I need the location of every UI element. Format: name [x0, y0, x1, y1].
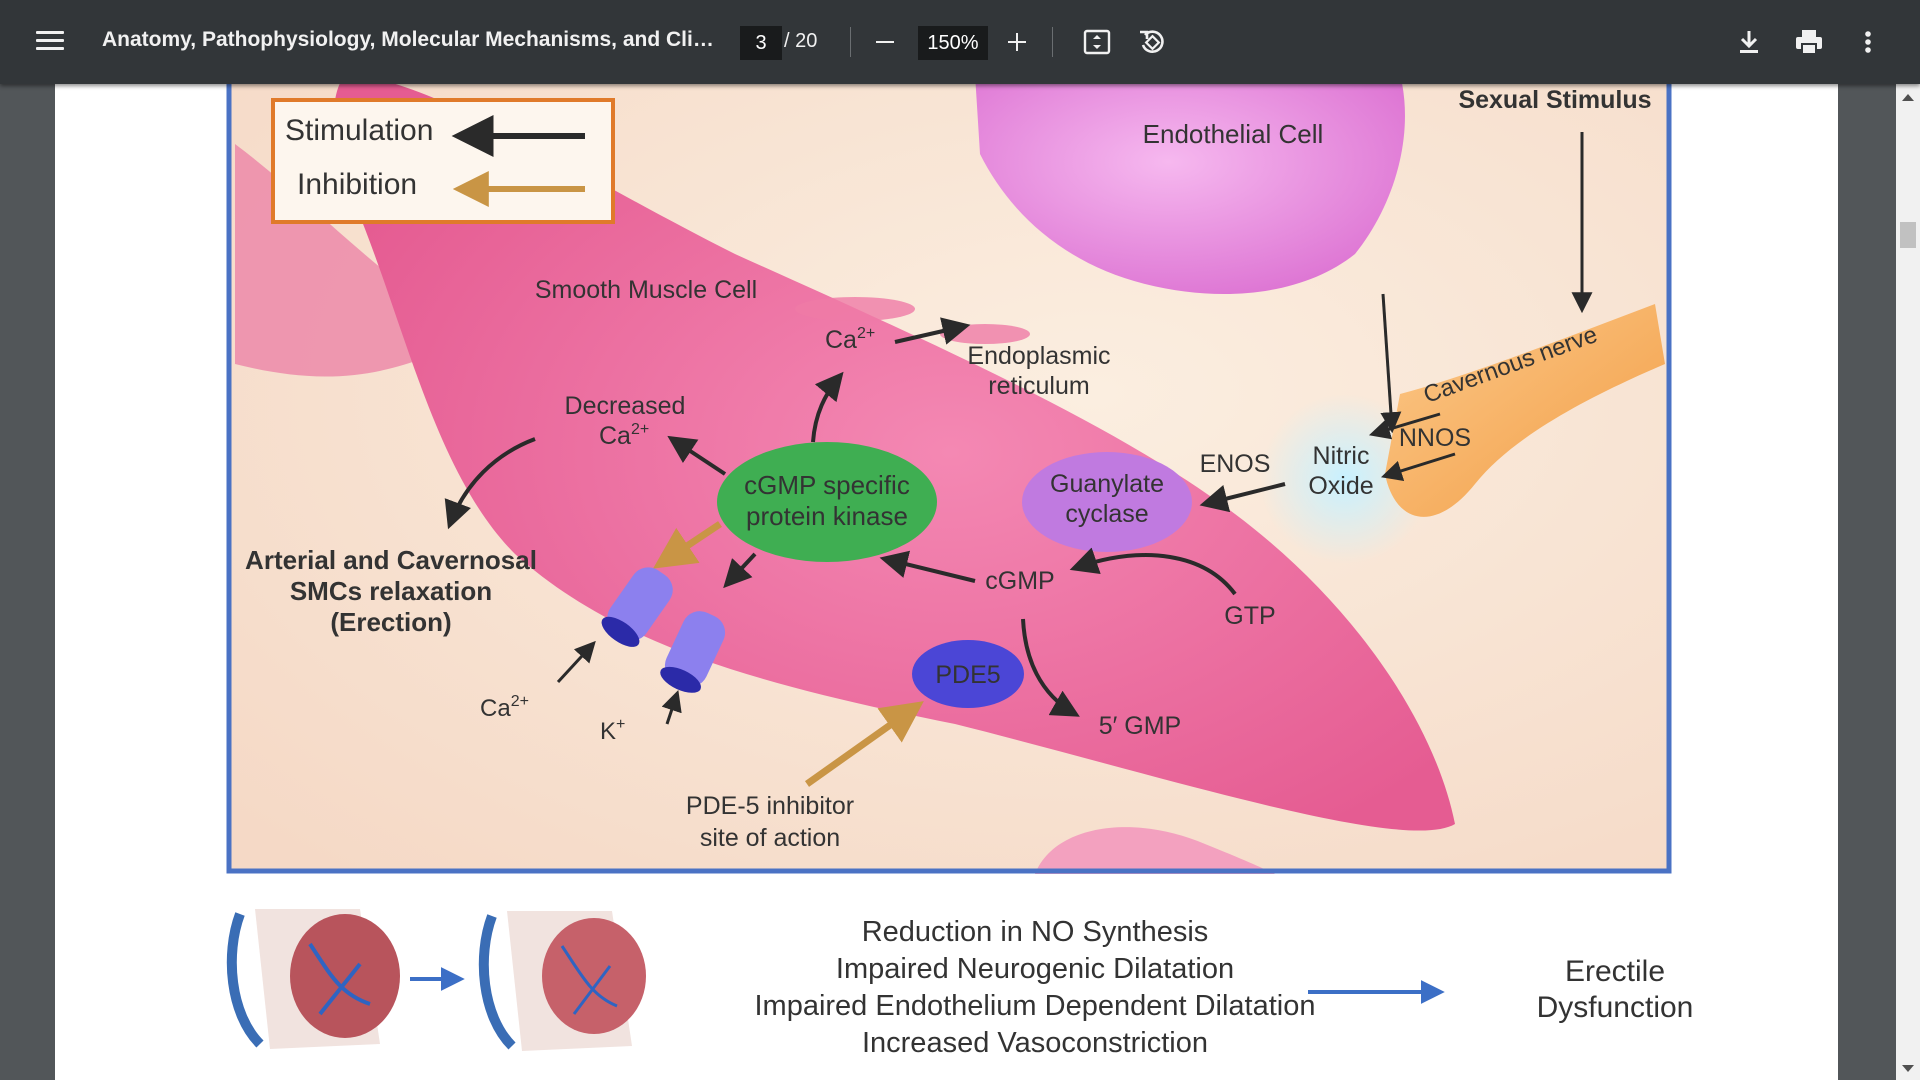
legend-stimulation-label: Stimulation [285, 114, 433, 147]
bottom-background-cell [1035, 827, 1275, 874]
enos-label: ENOS [1200, 450, 1271, 478]
gtp-label: GTP [1224, 602, 1275, 630]
pde5-label: PDE5 [935, 661, 1000, 689]
bottom-line-3: Impaired Endothelium Dependent Dilatatio… [754, 990, 1316, 1022]
impaired-vessel-illustration [478, 911, 646, 1051]
erectile-label-line-2: Dysfunction [1536, 991, 1694, 1024]
rotate-icon[interactable] [1136, 26, 1168, 58]
cyclase-label: cyclase [1065, 500, 1148, 528]
bottom-line-1: Reduction in NO Synthesis [861, 916, 1209, 948]
erectile-dysfunction-label: Erectile Dysfunction [1485, 954, 1745, 1026]
cgmp-kinase-node [717, 442, 937, 562]
endothelial-cell-label: Endothelial Cell [1143, 119, 1324, 149]
cgmp-to-5gmp-arrow [1021, 618, 1080, 717]
kinase-to-decreased-ca-arrow [667, 435, 727, 476]
scroll-up-icon[interactable] [1902, 94, 1914, 101]
legend-box [271, 98, 615, 224]
decreased-label: Decreased [565, 392, 686, 420]
ca-label: Ca2+ [825, 325, 875, 354]
toolbar-divider [850, 27, 851, 57]
kinase-to-channel-arrow [723, 552, 757, 589]
cgmp-kinase-label-2: protein kinase [746, 501, 908, 531]
endoplasmic-label: Endoplasmic [967, 342, 1110, 370]
endothelial-cell-shape [975, 84, 1405, 294]
print-icon[interactable] [1793, 27, 1825, 57]
decreased-ca-arrow [444, 437, 536, 530]
pde5-inhibitor-label-1: PDE-5 inhibitor [686, 792, 854, 820]
pde5-inhibitor-label-2: site of action [700, 824, 840, 852]
ion-channel-1 [601, 567, 673, 647]
ion-channel-2 [660, 611, 726, 693]
k-efflux-arrow [661, 690, 682, 725]
pdf-toolbar: Anatomy, Pathophysiology, Molecular Mech… [0, 0, 1920, 84]
no-to-guanylate-arrow [1199, 482, 1286, 513]
healthy-vessel-illustration [226, 909, 400, 1049]
document-viewer[interactable]: Stimulation Inhibition Sexual Stimulus E… [0, 84, 1920, 1080]
guanylate-cyclase-node [1022, 452, 1192, 552]
vertical-scrollbar[interactable] [1896, 84, 1920, 1080]
zoom-level-input[interactable] [918, 26, 988, 60]
zoom-out-button[interactable] [872, 26, 900, 58]
reticulum-label: reticulum [988, 372, 1089, 400]
figure-frame [226, 84, 1672, 874]
cgmp-label: cGMP [985, 567, 1054, 595]
nnos-arrow-upper [1368, 412, 1441, 440]
download-icon[interactable] [1734, 27, 1764, 57]
relaxation-label-3: (Erection) [330, 607, 451, 637]
guanylate-label: Guanylate [1050, 470, 1164, 498]
menu-icon[interactable] [32, 26, 68, 58]
cavernous-nerve-shape [1385, 304, 1665, 517]
figure-diagram: Stimulation Inhibition Sexual Stimulus E… [226, 84, 1672, 1051]
bottom-line-2: Impaired Neurogenic Dilatation [835, 953, 1235, 985]
document-title: Anatomy, Pathophysiology, Molecular Mech… [102, 28, 722, 51]
kinase-to-ca-arrow [811, 371, 844, 443]
scroll-thumb[interactable] [1900, 222, 1916, 248]
sexual-stimulus-label: Sexual Stimulus [1458, 86, 1651, 114]
ca-channel-label: Ca2+ [480, 693, 529, 722]
decreased-ca-label: Ca2+ [599, 421, 649, 450]
relaxation-label-2: SMCs relaxation [290, 576, 492, 606]
nitric-label: Nitric [1313, 442, 1370, 470]
nnos-arrow-lower [1380, 452, 1456, 481]
ca-influx-arrow [556, 640, 596, 684]
more-options-icon[interactable] [1858, 28, 1878, 58]
er-structure [795, 297, 915, 321]
zoom-in-button[interactable] [1004, 26, 1032, 58]
pde5-node [912, 640, 1024, 708]
smooth-muscle-cell-label: Smooth Muscle Cell [535, 276, 757, 304]
page-total: / 20 [784, 30, 818, 52]
legend-inhibition-label: Inhibition [297, 168, 417, 201]
ca-to-er-arrow [894, 317, 971, 345]
oxide-label: Oxide [1308, 472, 1373, 500]
bottom-line-4: Increased Vasoconstriction [861, 1027, 1209, 1059]
pde5-inhibitor-arrow [804, 701, 924, 787]
nnos-label: NNOS [1399, 424, 1471, 452]
scroll-down-icon[interactable] [1902, 1065, 1914, 1072]
endothelial-to-no-arrow [1380, 293, 1402, 434]
fit-to-page-icon[interactable] [1082, 27, 1112, 57]
cgmp-kinase-label-1: cGMP specific [744, 470, 910, 500]
pdf-page: Stimulation Inhibition Sexual Stimulus E… [55, 84, 1838, 1080]
relaxation-label-1: Arterial and Cavernosal [245, 545, 537, 575]
page-number-input[interactable] [740, 26, 782, 60]
5-gmp-label: 5′ GMP [1099, 712, 1181, 740]
kinase-inhibit-channel-arrow [653, 521, 722, 569]
erectile-label-line-1: Erectile [1564, 955, 1666, 988]
toolbar-divider [1052, 27, 1053, 57]
gtp-to-cgmp-arrow [1069, 547, 1237, 596]
cgmp-to-kinase-arrow [879, 550, 976, 583]
k-channel-label: K+ [600, 716, 625, 745]
